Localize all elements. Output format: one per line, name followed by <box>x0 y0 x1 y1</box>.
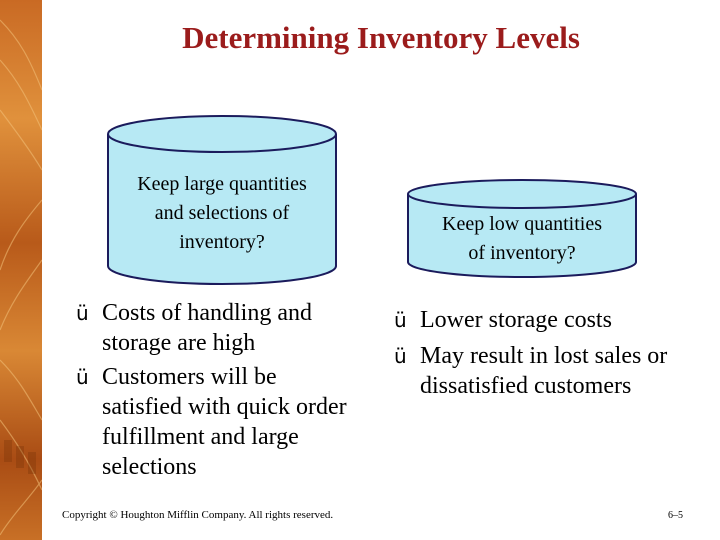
check-icon: ü <box>394 344 407 368</box>
list-item: ü Customers will be satisfied with quick… <box>76 362 356 482</box>
check-icon: ü <box>76 301 89 325</box>
copyright-footer: Copyright © Houghton Mifflin Company. Al… <box>62 509 334 521</box>
list-item: ü Costs of handling and storage are high <box>76 298 356 358</box>
page-title: Determining Inventory Levels <box>182 20 580 55</box>
left-bullet-list: ü Costs of handling and storage are high… <box>76 298 356 486</box>
cylinder-shape <box>407 179 637 278</box>
turbine-pattern-icon <box>0 19 42 536</box>
right-bullet-list: ü Lower storage costs ü May result in lo… <box>394 305 694 405</box>
bullet-text: May result in lost sales or dissatisfied… <box>420 343 668 399</box>
right-cylinder: Keep low quantities of inventory? <box>406 178 638 280</box>
bullet-text: Lower storage costs <box>420 307 612 333</box>
check-icon: ü <box>394 308 407 332</box>
check-icon: ü <box>76 365 89 389</box>
list-item: ü Lower storage costs <box>394 305 694 335</box>
bullet-text: Customers will be satisfied with quick o… <box>102 364 347 480</box>
right-cylinder-text: Keep low quantities of inventory? <box>442 213 602 264</box>
page-number: 6–5 <box>668 510 683 521</box>
left-cylinder: Keep large quantities and selections of … <box>106 114 338 288</box>
decorative-side-strip <box>0 0 42 540</box>
cylinder-shape <box>107 115 337 285</box>
bullet-text: Costs of handling and storage are high <box>102 300 312 356</box>
left-cylinder-text: Keep large quantities and selections of … <box>137 173 307 253</box>
list-item: ü May result in lost sales or dissatisfi… <box>394 341 694 401</box>
